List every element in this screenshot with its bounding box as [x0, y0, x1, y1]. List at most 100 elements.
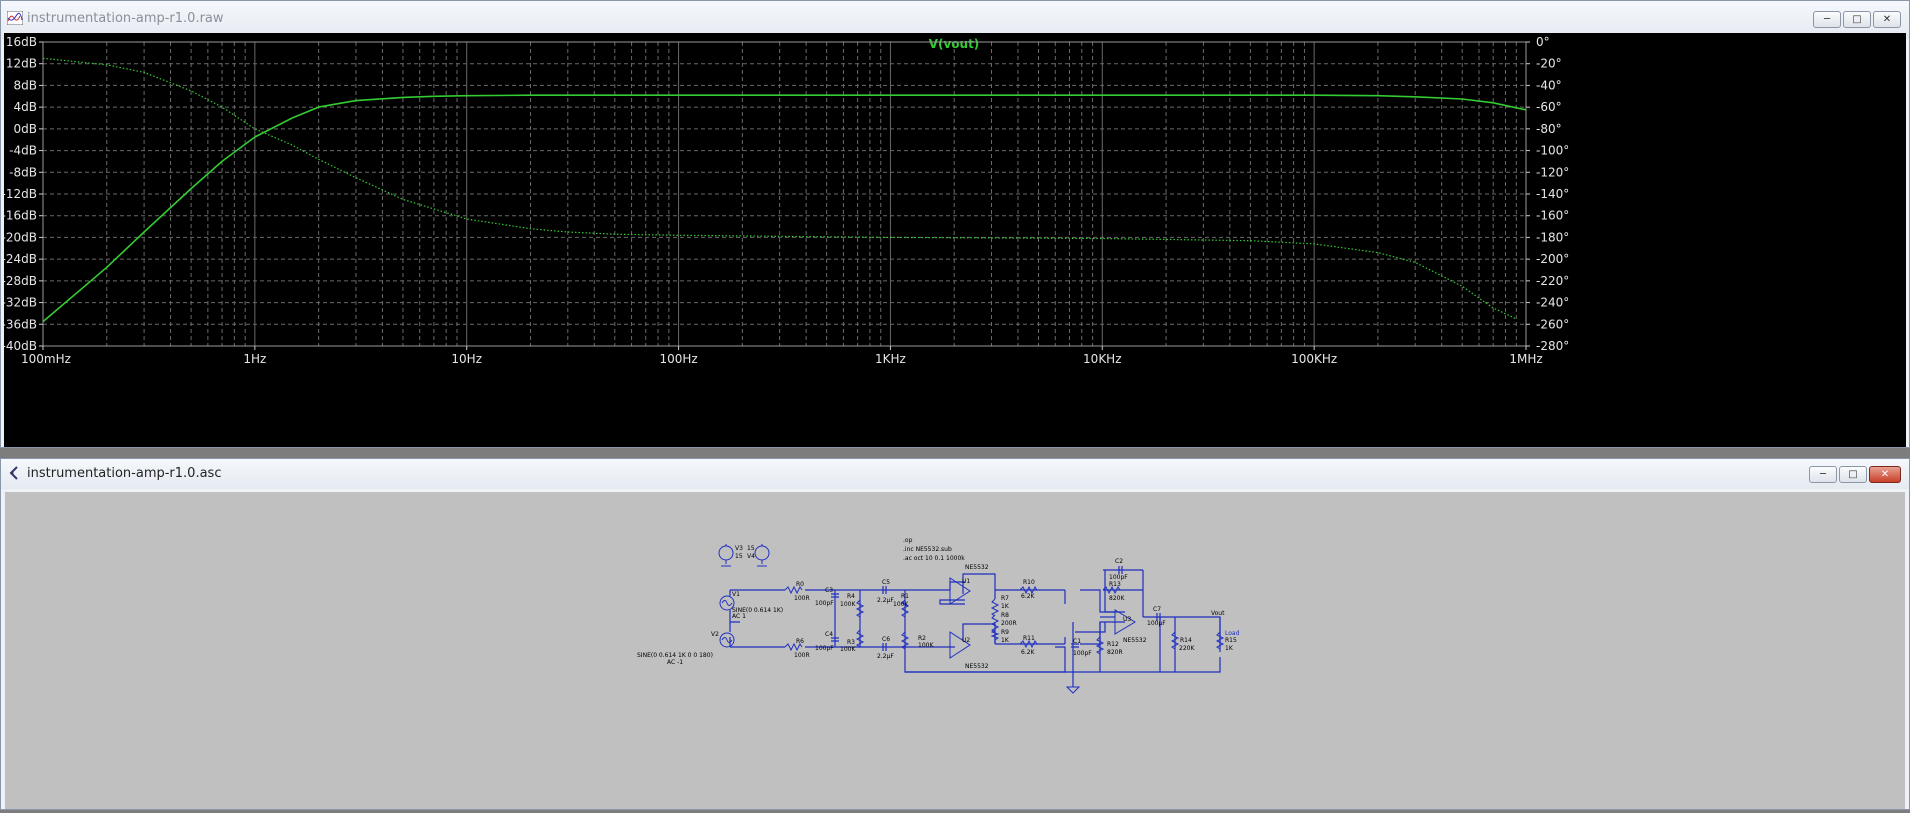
label-r6: R6 [796, 638, 804, 645]
y2-tick-label: -20° [1536, 57, 1562, 71]
voltage-sources [718, 544, 770, 648]
y-tick-label: -24dB [4, 252, 37, 266]
schematic-drawing[interactable]: V3 15 15 V4 V1 SINE(0 0.614 1K) AC 1 V2 … [5, 492, 1905, 809]
label-r14-value: 220K [1179, 645, 1195, 652]
resistor-r3 [855, 629, 865, 648]
label-r15: R15 [1225, 637, 1237, 644]
waveform-titlebar[interactable]: instrumentation-amp-r1.0.raw ─ □ ✕ [1, 1, 1909, 39]
y2-tick-label: -60° [1536, 100, 1562, 114]
opamp-u3 [1114, 609, 1136, 635]
label-c4-value: 100pF [815, 645, 834, 652]
label-r8-value: 200R [1001, 620, 1017, 627]
source-v1 [719, 595, 735, 611]
y-tick-label: -16dB [4, 209, 37, 223]
label-v1-source: SINE(0 0.614 1K) [732, 607, 783, 614]
label-u2: U2 [962, 637, 970, 644]
label-v4-value: 15 [747, 545, 755, 552]
label-c5-value: 2.2µF [877, 597, 894, 604]
waveform-window-title: instrumentation-amp-r1.0.raw [27, 11, 224, 26]
y-tick-label: 8dB [14, 78, 37, 92]
y2-tick-label: -240° [1536, 296, 1569, 310]
y-axis-ticks: 16dB12dB8dB4dB0dB-4dB-8dB-12dB-16dB-20dB… [2, 35, 43, 353]
label-u2-type: NE5532 [965, 663, 989, 670]
label-r6-value: 100R [794, 652, 810, 659]
label-r0-value: 100R [794, 595, 810, 602]
label-r4-value: 100K [840, 601, 856, 608]
capacitor-c2 [1118, 566, 1123, 574]
waveform-icon [7, 11, 23, 25]
label-u1: U1 [962, 578, 970, 585]
minimize-button[interactable]: ─ [1813, 11, 1841, 28]
resistor-r12 [1095, 636, 1105, 655]
trace-magnitude [42, 94, 1527, 323]
y2-tick-label: -120° [1536, 165, 1569, 179]
label-c1-value: 100pF [1073, 650, 1092, 657]
directive-op: .op [903, 537, 913, 544]
y-tick-label: -36dB [4, 317, 37, 331]
y2-tick-label: -180° [1536, 230, 1569, 244]
label-c2: C2 [1115, 558, 1123, 565]
trace-phase [42, 57, 1517, 320]
y2-tick-label: 0° [1536, 35, 1550, 49]
label-r1-value: 100K [893, 601, 909, 608]
bode-plot[interactable]: V(vout) 16dB12dB8dB4dB0dB-4dB-8dB-12dB-1… [2, 33, 1906, 447]
capacitor-c7 [1156, 613, 1161, 621]
y-tick-label: -40dB [4, 339, 37, 353]
y2-tick-label: -100° [1536, 144, 1569, 158]
label-c3: C3 [825, 587, 833, 594]
resistors [784, 585, 1225, 655]
x-tick-label: 1KHz [875, 352, 906, 366]
y-tick-label: -12dB [4, 187, 37, 201]
schematic-canvas[interactable]: V3 15 15 V4 V1 SINE(0 0.614 1K) AC 1 V2 … [5, 492, 1905, 809]
resistor-r14 [1170, 631, 1180, 650]
x-tick-label: 1Hz [243, 352, 266, 366]
plot-grid [42, 41, 1527, 347]
source-v2 [719, 632, 735, 648]
capacitor-c5 [882, 586, 887, 594]
close-button[interactable]: ✕ [1869, 466, 1901, 483]
x-tick-label: 10Hz [451, 352, 482, 366]
schematic-window[interactable]: instrumentation-amp-r1.0.asc ─ □ ✕ [0, 458, 1910, 810]
label-r13: R13 [1109, 581, 1121, 588]
x-tick-label: 1MHz [1509, 352, 1542, 366]
label-r10: R10 [1023, 579, 1035, 586]
resistor-r15 [1215, 631, 1225, 650]
label-r11-value: 6.2K [1021, 649, 1036, 656]
opamp-u2 [949, 631, 971, 659]
label-r10-value: 6.2K [1021, 593, 1036, 600]
y2-axis-ticks: 0°-20°-40°-60°-80°-100°-120°-140°-160°-1… [1526, 35, 1569, 353]
schematic-titlebar[interactable]: instrumentation-amp-r1.0.asc ─ □ ✕ [1, 459, 1909, 489]
capacitor-c3 [831, 593, 839, 598]
x-tick-label: 100Hz [659, 352, 697, 366]
resistor-r0 [784, 585, 803, 595]
label-r3: R3 [847, 639, 855, 646]
label-c3-value: 100pF [815, 600, 834, 607]
label-r2: R2 [918, 635, 926, 642]
label-c7: C7 [1153, 606, 1161, 613]
close-button[interactable]: ✕ [1873, 11, 1901, 28]
label-r14: R14 [1180, 637, 1192, 644]
capacitor-c1 [1071, 643, 1079, 648]
label-v2-source: SINE(0 0.614 1K 0 0 180) [637, 652, 713, 659]
waveform-window[interactable]: instrumentation-amp-r1.0.raw ─ □ ✕ V(vou… [0, 0, 1910, 448]
label-u1-type: NE5532 [965, 564, 989, 571]
restore-button[interactable]: □ [1843, 11, 1871, 28]
resistor-r8 [990, 614, 1000, 633]
label-r12-value: 820R [1107, 649, 1123, 656]
y2-tick-label: -40° [1536, 78, 1562, 92]
resistor-r10 [1019, 585, 1038, 595]
label-c1: C1 [1073, 638, 1081, 645]
label-v2: V2 [711, 631, 719, 638]
resistor-r11 [1019, 639, 1038, 649]
minimize-button[interactable]: ─ [1809, 466, 1837, 483]
resistor-r7 [990, 598, 1000, 617]
y2-tick-label: -140° [1536, 187, 1569, 201]
label-r4: R4 [847, 593, 855, 600]
y2-tick-label: -220° [1536, 274, 1569, 288]
restore-button[interactable]: □ [1839, 466, 1867, 483]
label-load: Load [1225, 630, 1240, 637]
label-r9-value: 1K [1001, 637, 1010, 644]
resistor-r1 [900, 599, 910, 618]
